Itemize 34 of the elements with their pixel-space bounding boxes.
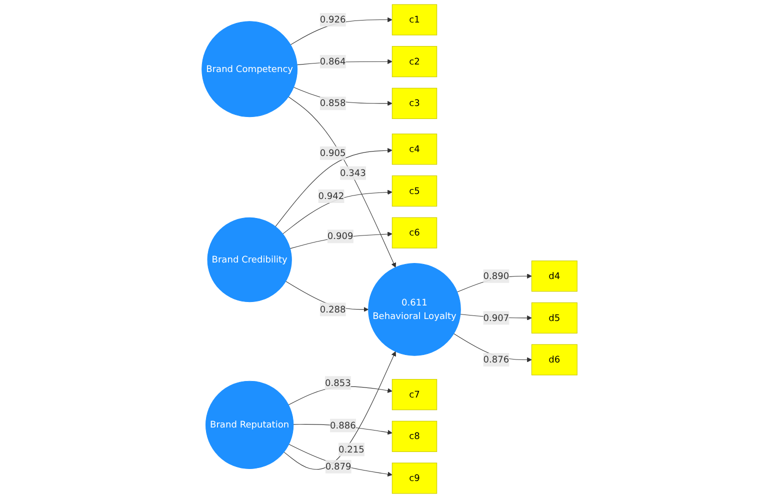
node-box: c5	[392, 175, 438, 207]
edge-label: 0.215	[338, 444, 364, 455]
node-box: c7	[392, 379, 438, 410]
arrow	[275, 148, 392, 227]
edge-label: 0.942	[318, 190, 344, 202]
edge-label: 0.288	[320, 304, 346, 315]
edge-label: 0.879	[325, 460, 352, 472]
edge-label: 0.926	[320, 14, 346, 25]
edge-label: 0.907	[483, 312, 510, 324]
node-circle: Brand Credibility	[207, 217, 292, 302]
node-circle: Brand Reputation	[206, 380, 294, 469]
node-box: c4	[392, 134, 438, 165]
node-box: d5	[531, 302, 578, 334]
node-box: d6	[531, 344, 578, 376]
edge-label: 0.864	[320, 56, 346, 67]
edge-label: 0.343	[340, 167, 366, 178]
node-box: c8	[392, 420, 438, 452]
node-circle: 0.611 Behavioral Loyalty	[368, 263, 461, 356]
edge-label: 0.853	[324, 377, 351, 388]
node-box: c6	[392, 217, 438, 248]
edge-label: 0.905	[320, 147, 346, 158]
edge-label: 0.909	[327, 230, 354, 242]
edge-label: 0.890	[483, 270, 510, 282]
node-box: d4	[531, 260, 578, 292]
edge-label: 0.876	[483, 354, 510, 365]
node-circle: Brand Competency	[202, 21, 298, 118]
node-box: c2	[392, 46, 438, 78]
edge-label: 0.886	[330, 420, 356, 431]
edge-label: 0.858	[320, 98, 346, 108]
node-box: c1	[392, 4, 438, 36]
arrow	[288, 444, 392, 477]
node-box: c3	[392, 88, 438, 119]
arrow	[284, 351, 396, 470]
node-box: c9	[392, 462, 438, 494]
